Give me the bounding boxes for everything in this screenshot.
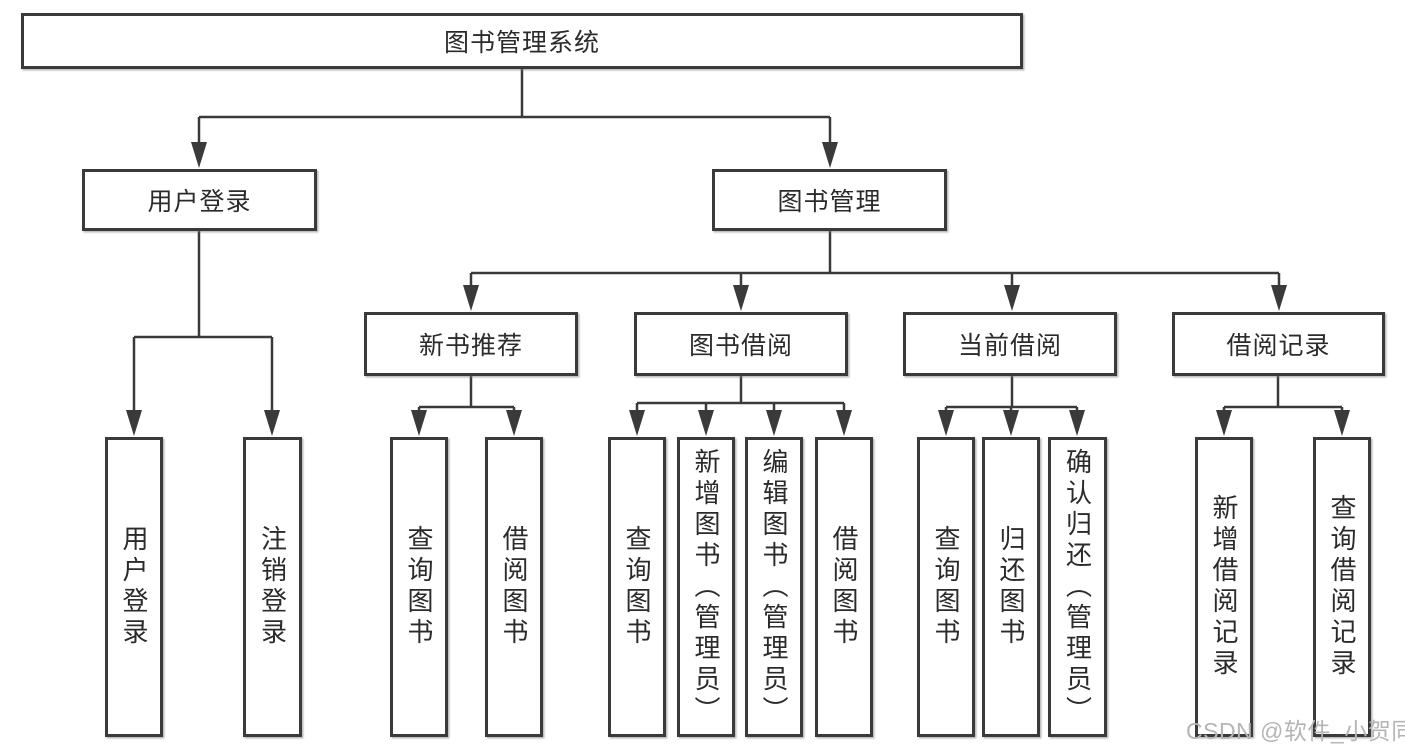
- node-leaf-query-books-borrow: 查询图书: [608, 437, 666, 737]
- node-leaf-query-books-current: 查询图书: [917, 437, 975, 737]
- node-label: 图书借阅: [688, 332, 793, 360]
- node-label: 借阅图书: [499, 525, 529, 649]
- node-leaf-return-books: 归还图书: [982, 437, 1040, 737]
- node-label: 用户登录: [147, 188, 252, 216]
- node-current-borrowing: 当前借阅: [903, 312, 1117, 376]
- node-leaf-edit-books-admin: 编辑图书（管理员）: [745, 437, 803, 737]
- node-new-book-recommend: 新书推荐: [364, 312, 578, 376]
- node-label: 归还图书: [996, 525, 1026, 649]
- node-label: 图书管理: [777, 188, 882, 216]
- node-label: 图书管理系统: [443, 29, 600, 57]
- node-user-login: 用户登录: [82, 169, 317, 231]
- node-leaf-user-login: 用户登录: [105, 437, 163, 737]
- arrowheads: [126, 142, 1350, 436]
- node-label: 借阅图书: [829, 525, 859, 649]
- node-label: 查询借阅记录: [1327, 494, 1357, 680]
- csdn-watermark: CSDN @软件_小贺同学: [1186, 718, 1405, 744]
- node-leaf-borrow-books: 借阅图书: [815, 437, 873, 737]
- node-library-management-system: 图书管理系统: [21, 13, 1023, 69]
- node-label: 当前借阅: [957, 332, 1062, 360]
- node-label: 新增图书（管理员）: [691, 447, 721, 727]
- node-leaf-add-borrow-record: 新增借阅记录: [1195, 437, 1253, 737]
- node-label: 编辑图书（管理员）: [759, 447, 789, 727]
- node-label: 新增借阅记录: [1209, 494, 1239, 680]
- node-leaf-add-books-admin: 新增图书（管理员）: [677, 437, 735, 737]
- node-leaf-confirm-return-admin: 确认归还（管理员）: [1048, 437, 1107, 737]
- node-leaf-query-books-rec: 查询图书: [390, 437, 448, 737]
- node-label: 借阅记录: [1226, 332, 1331, 360]
- node-label: 查询图书: [931, 525, 961, 649]
- node-label: 新书推荐: [418, 332, 523, 360]
- node-borrowing-records: 借阅记录: [1172, 312, 1385, 376]
- node-leaf-logout: 注销登录: [243, 437, 302, 737]
- node-label: 查询图书: [622, 525, 652, 649]
- connector-strokes: [132, 69, 1344, 412]
- node-label: 查询图书: [404, 525, 434, 649]
- node-leaf-query-borrow-record: 查询借阅记录: [1313, 437, 1371, 737]
- node-book-management: 图书管理: [712, 169, 947, 231]
- node-label: 用户登录: [119, 525, 149, 649]
- node-label: 注销登录: [257, 525, 288, 649]
- node-leaf-borrow-books-rec: 借阅图书: [485, 437, 543, 737]
- node-label: 确认归还（管理员）: [1062, 447, 1093, 727]
- node-book-borrowing: 图书借阅: [634, 312, 848, 376]
